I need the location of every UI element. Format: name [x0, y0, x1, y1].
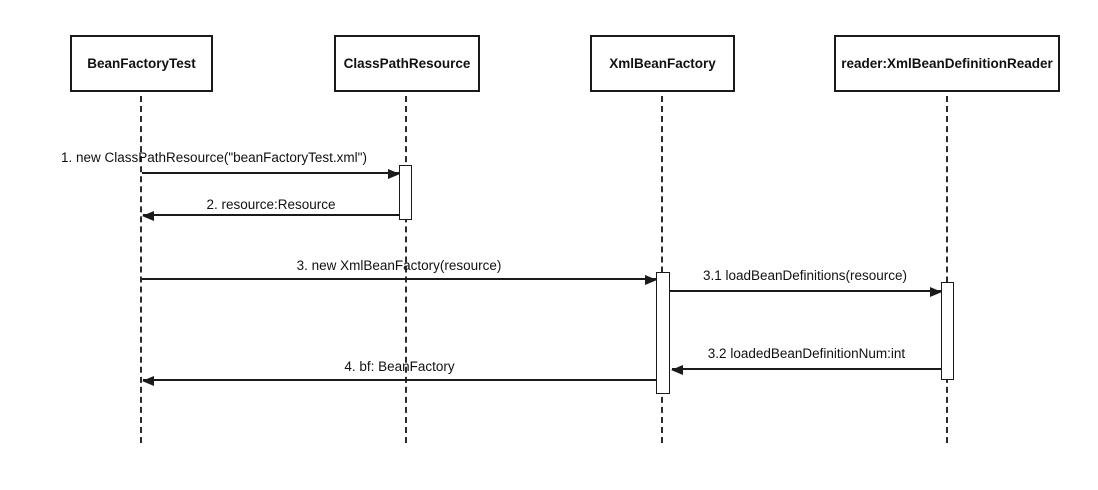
message-arrow-3-1	[669, 287, 942, 297]
activation-bar-xmlbeanfactory	[656, 272, 670, 394]
participant-box-xmlbeanfactory: XmlBeanFactory	[590, 35, 735, 92]
activation-bar-classpathresource	[399, 165, 412, 220]
arrowhead-left-icon	[142, 376, 154, 386]
message-label-4: 4. bf: BeanFactory	[344, 359, 455, 374]
message-arrow-2	[142, 211, 399, 221]
lifeline-xmlbeanfactory	[661, 96, 663, 443]
message-label-3-1: 3.1 loadBeanDefinitions(resource)	[702, 268, 908, 283]
message-arrow-4	[142, 376, 656, 386]
message-label-2: 2. resource:Resource	[206, 197, 336, 212]
activation-bar-reader	[941, 282, 954, 380]
message-arrow-3-2	[671, 365, 941, 375]
participant-box-reader: reader:XmlBeanDefinitionReader	[834, 35, 1060, 92]
message-arrow-1	[142, 169, 400, 179]
lifeline-classpathresource	[405, 96, 407, 443]
arrowhead-right-icon	[388, 169, 400, 179]
message-arrow-3	[142, 275, 657, 285]
lifeline-reader	[946, 96, 948, 443]
participant-box-beanfactorytest: BeanFactoryTest	[70, 35, 213, 92]
message-label-3-2: 3.2 loadedBeanDefinitionNum:int	[707, 346, 906, 361]
lifeline-beanfactorytest	[140, 96, 142, 443]
arrowhead-right-icon	[930, 287, 942, 297]
message-label-1: 1. new ClassPathResource("beanFactoryTes…	[61, 150, 367, 165]
participant-box-classpathresource: ClassPathResource	[334, 35, 480, 92]
message-label-3: 3. new XmlBeanFactory(resource)	[296, 258, 502, 273]
arrowhead-right-icon	[645, 275, 657, 285]
arrowhead-left-icon	[671, 365, 683, 375]
arrowhead-left-icon	[142, 211, 154, 221]
